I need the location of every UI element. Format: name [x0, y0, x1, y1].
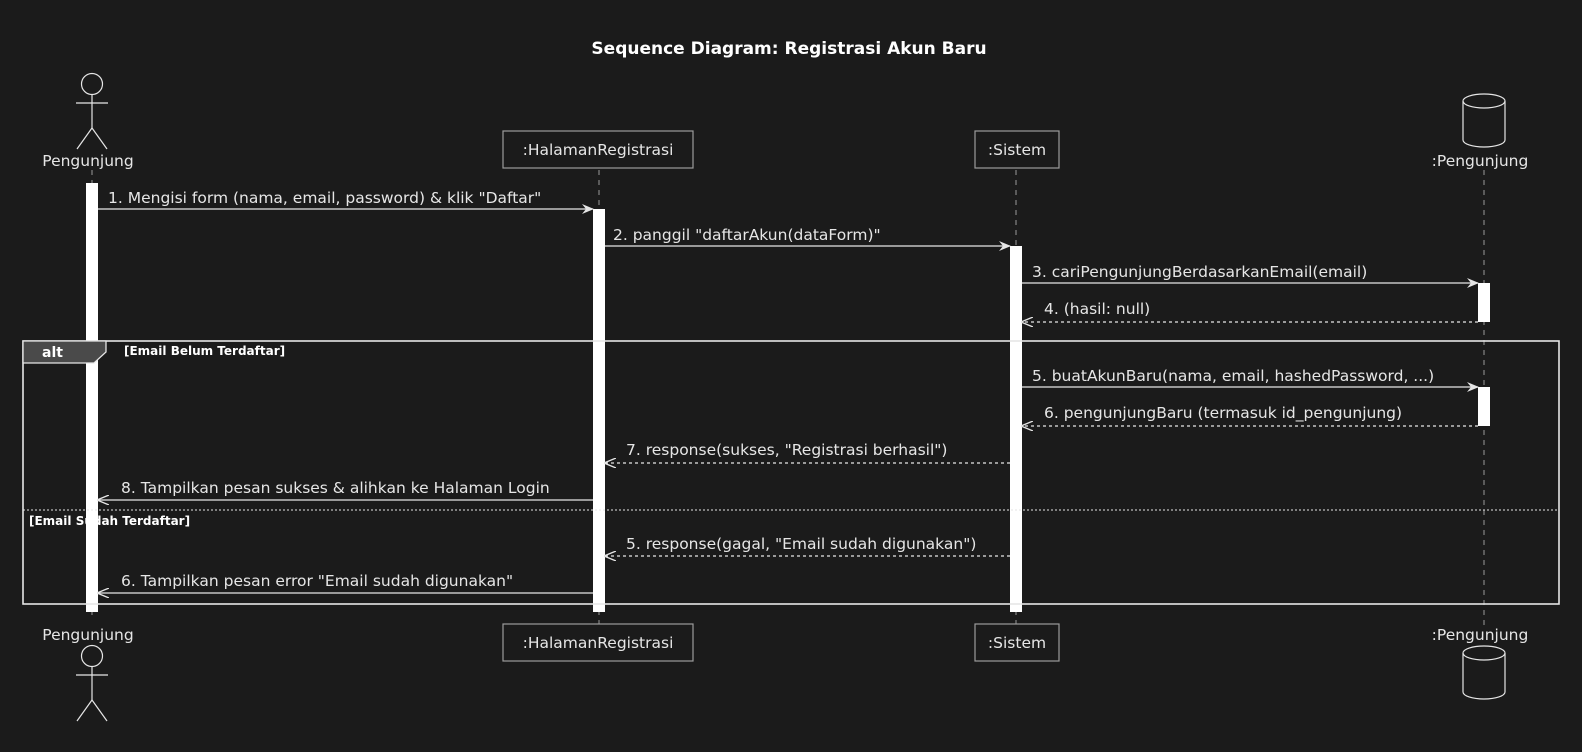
message-4: 4. (hasil: null) [1022, 300, 1478, 322]
alt-keyword: alt [42, 345, 63, 361]
actor-icon [76, 644, 108, 722]
participant-pengunjung-db-top: :Pengunjung [1432, 152, 1529, 170]
participant-pengunjung-top: Pengunjung [42, 152, 133, 170]
message-8-label: 8. Tampilkan pesan sukses & alihkan ke H… [121, 479, 550, 497]
activation-sistem [1010, 246, 1022, 612]
participant-halaman-registrasi-bottom: :HalamanRegistrasi [523, 634, 674, 652]
participant-halaman-registrasi-top-box [502, 130, 694, 169]
participant-sistem-bottom: :Sistem [988, 634, 1046, 652]
activation-halaman-registrasi [593, 209, 605, 612]
alt-fragment: alt [Email Belum Terdaftar] [Email Sudah… [22, 340, 1560, 605]
message-10: 6. Tampilkan pesan error "Email sudah di… [98, 572, 593, 593]
message-1-label: 1. Mengisi form (nama, email, password) … [108, 189, 541, 207]
activation-pengunjung [86, 183, 98, 612]
actor-icon [76, 72, 108, 150]
message-8: 8. Tampilkan pesan sukses & alihkan ke H… [98, 479, 593, 500]
message-2: 2. panggil "daftarAkun(dataForm)" [605, 226, 1011, 251]
participant-pengunjung-db-bottom: :Pengunjung [1432, 626, 1529, 644]
message-7: 7. response(sukses, "Registrasi berhasil… [605, 441, 1010, 463]
alt-guard-2: [Email Sudah Terdaftar] [29, 514, 190, 528]
diagram-title: Sequence Diagram: Registrasi Akun Baru [591, 39, 986, 59]
participant-sistem-top-box [974, 130, 1060, 169]
activation-db-1 [1478, 283, 1490, 322]
message-4-label: 4. (hasil: null) [1044, 300, 1150, 318]
message-7-label: 7. response(sukses, "Registrasi berhasil… [626, 441, 947, 459]
message-1: 1. Mengisi form (nama, email, password) … [98, 189, 594, 214]
message-9-label: 5. response(gagal, "Email sudah digunaka… [626, 535, 976, 553]
message-9: 5. response(gagal, "Email sudah digunaka… [605, 535, 1010, 556]
message-5-label: 5. buatAkunBaru(nama, email, hashedPassw… [1032, 367, 1434, 385]
participant-halaman-registrasi-top: :HalamanRegistrasi [523, 141, 674, 159]
message-6: 6. pengunjungBaru (termasuk id_pengunjun… [1022, 404, 1478, 426]
message-5: 5. buatAkunBaru(nama, email, hashedPassw… [1022, 367, 1479, 392]
message-2-label: 2. panggil "daftarAkun(dataForm)" [613, 226, 881, 244]
message-3-label: 3. cariPengunjungBerdasarkanEmail(email) [1032, 263, 1367, 281]
participant-sistem-top: :Sistem [988, 141, 1046, 159]
message-6-label: 6. pengunjungBaru (termasuk id_pengunjun… [1044, 404, 1402, 423]
participant-pengunjung-bottom: Pengunjung [42, 626, 133, 644]
participant-sistem-bottom-box [974, 623, 1060, 662]
alt-guard-1: [Email Belum Terdaftar] [124, 344, 285, 358]
activation-db-2 [1478, 387, 1490, 426]
participant-halaman-registrasi-bottom-box [502, 623, 694, 662]
database-icon [1462, 93, 1506, 148]
database-icon [1462, 645, 1506, 700]
message-10-label: 6. Tampilkan pesan error "Email sudah di… [121, 572, 513, 590]
message-3: 3. cariPengunjungBerdasarkanEmail(email) [1022, 263, 1479, 288]
